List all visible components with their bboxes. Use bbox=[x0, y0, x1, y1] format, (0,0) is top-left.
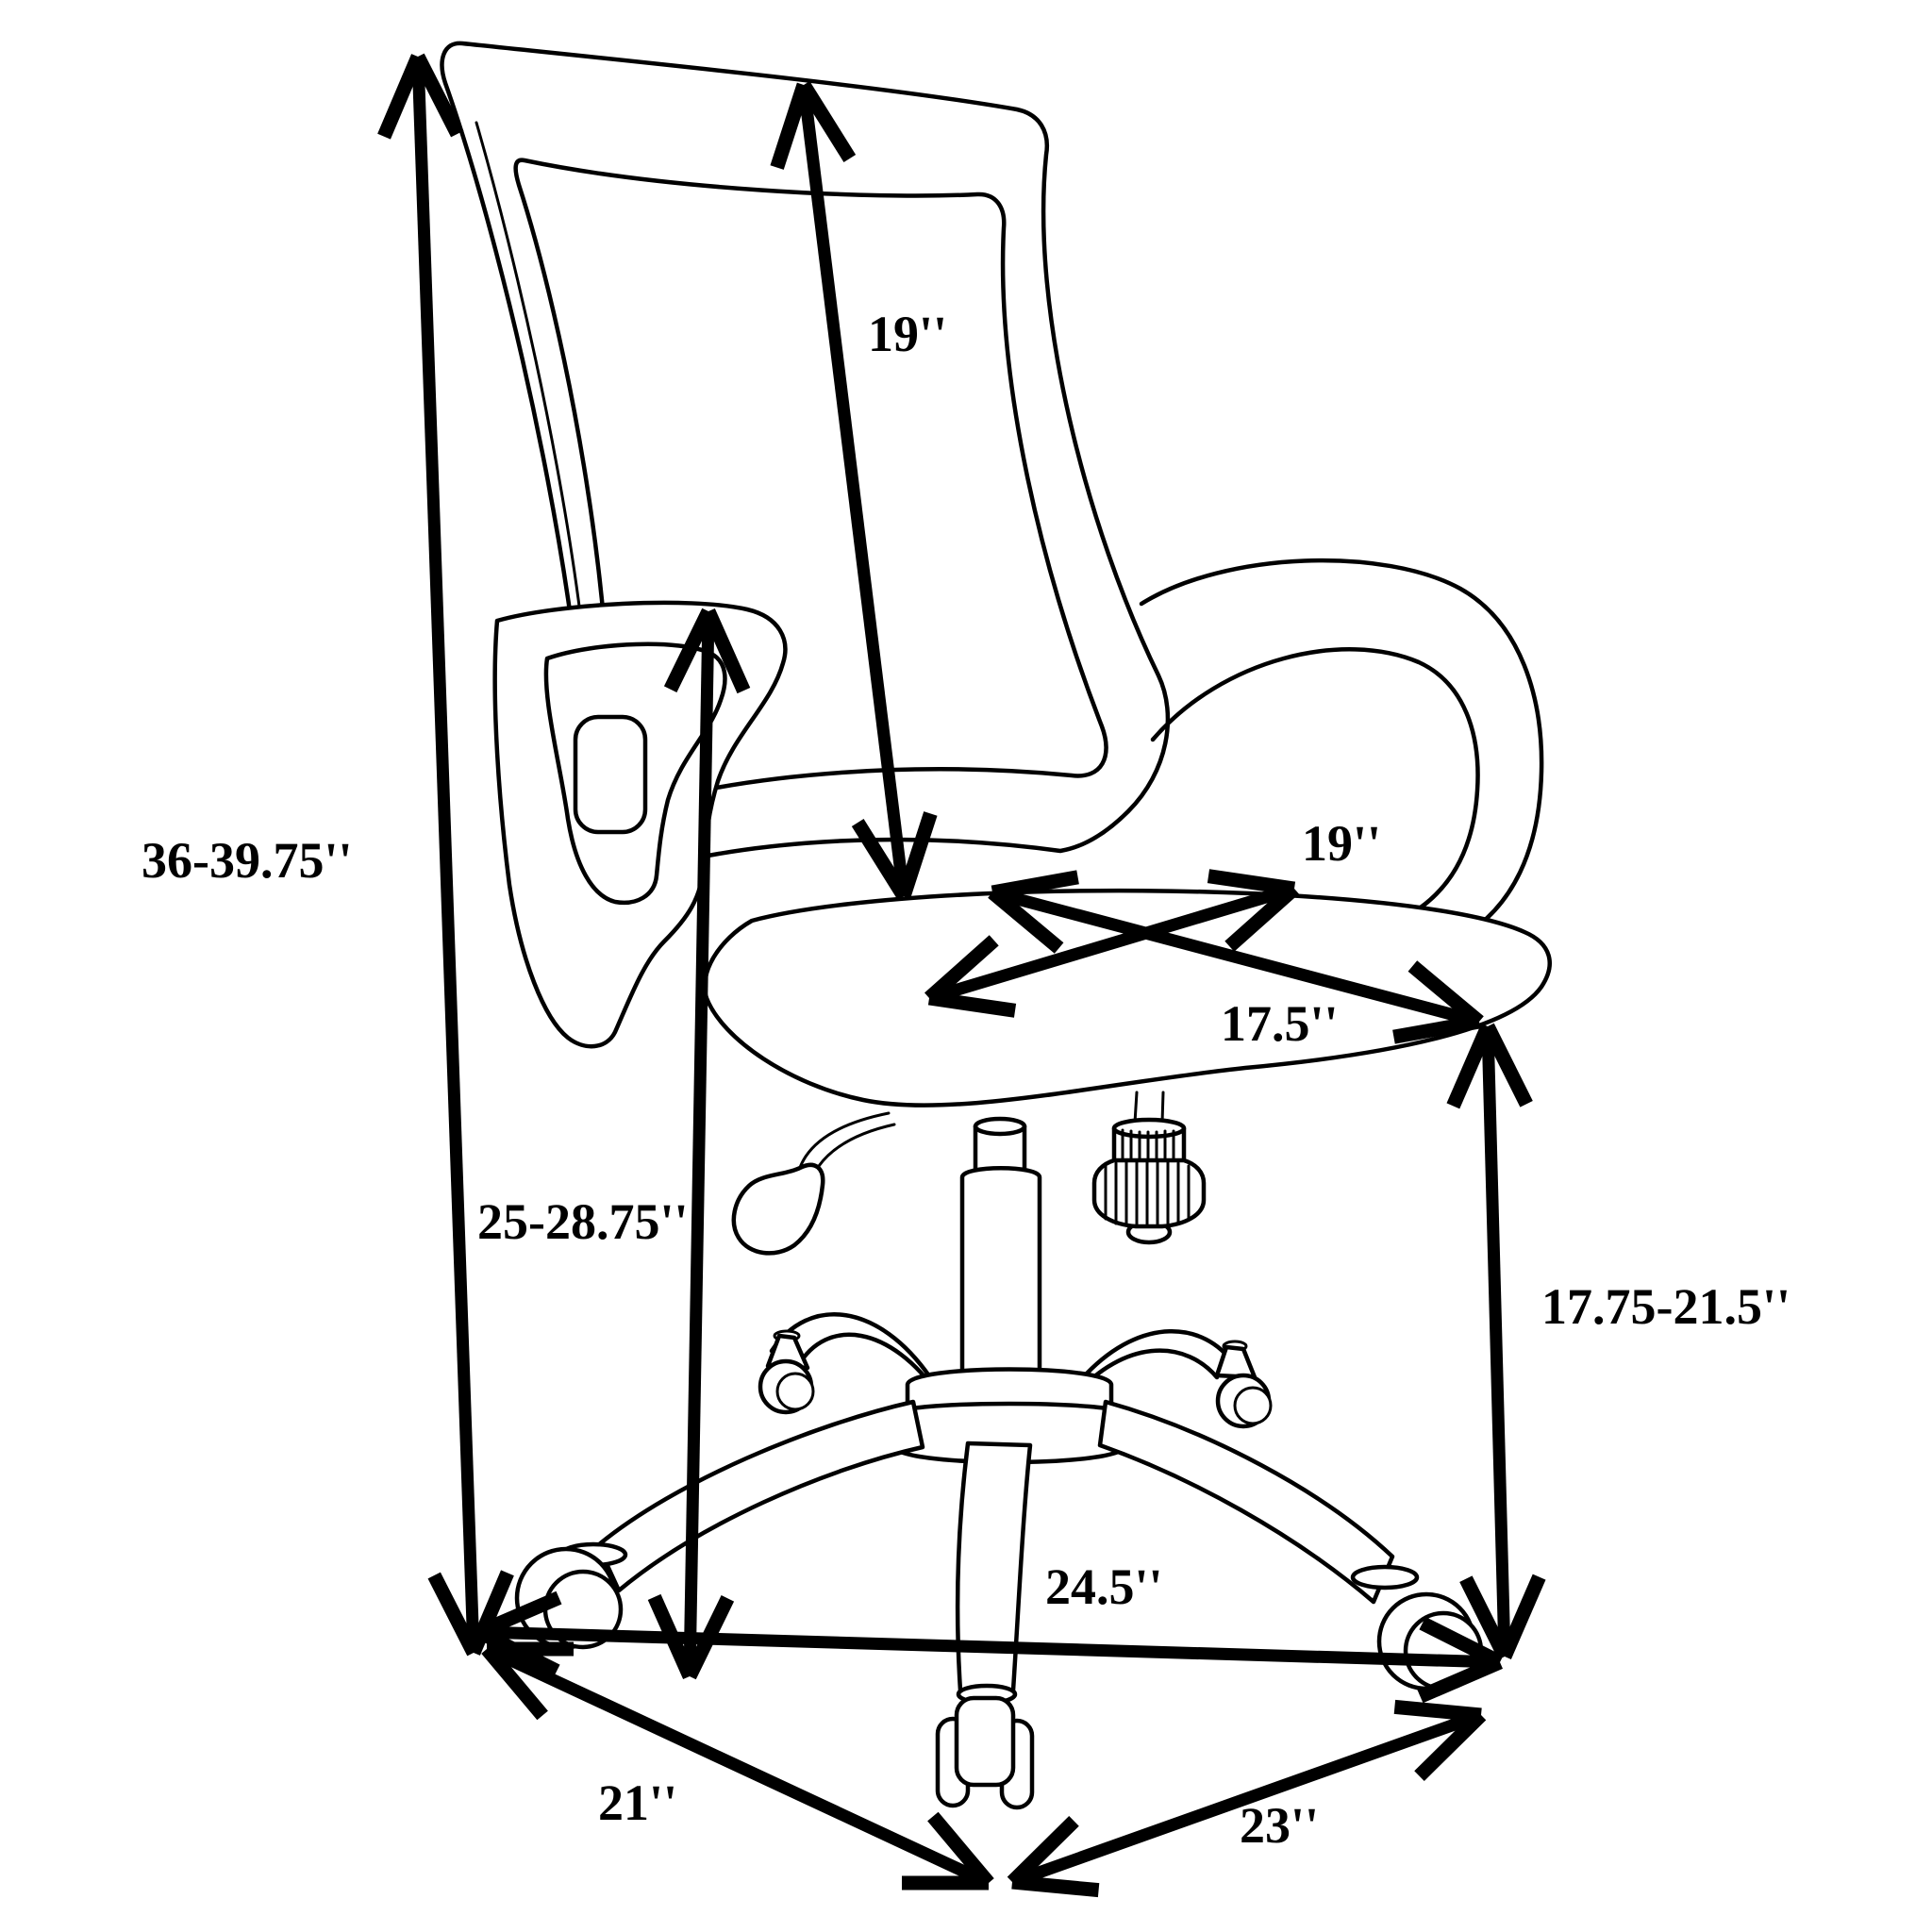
gas-lift-upper-tube bbox=[973, 1124, 1027, 1173]
dimension-arrow-seat-height bbox=[1446, 1023, 1546, 1660]
tension-knob-thread-sides bbox=[1111, 1125, 1187, 1163]
dimension-label-overall-height: 36-39.75'' bbox=[142, 832, 353, 889]
tension-knob-stem bbox=[1133, 1091, 1165, 1124]
height-lever-paddle bbox=[731, 1162, 825, 1256]
base-arm-left bbox=[595, 1399, 925, 1593]
dimension-arrow-overall-height bbox=[377, 53, 514, 1657]
back-right-caster-wheel-inner bbox=[1233, 1386, 1273, 1425]
dimension-label-base-diagonal-left: 21'' bbox=[598, 1774, 677, 1831]
backrest-mesh-panel bbox=[513, 158, 1108, 808]
dimension-arrow-seat-depth bbox=[988, 870, 1484, 1044]
office-chair-line-drawing bbox=[440, 41, 1552, 1810]
base-arm-back-right bbox=[1076, 1329, 1237, 1393]
tension-knob-thread-hatch bbox=[1121, 1128, 1175, 1162]
right-caster-collar bbox=[1350, 1564, 1420, 1591]
dimension-arrow-base-diagonal-left bbox=[481, 1641, 994, 1890]
front-caster-housing bbox=[954, 1695, 1016, 1788]
back-left-caster-stem bbox=[765, 1333, 810, 1371]
dimension-label-armrest-height: 25-28.75'' bbox=[477, 1193, 689, 1250]
dimension-labels: 36-39.75'' 19'' 19'' 17.5'' 25-28.75'' 1… bbox=[142, 306, 1790, 1854]
tension-knob-skirt bbox=[1091, 1158, 1207, 1229]
dimension-arrow-seat-width bbox=[924, 869, 1299, 1018]
right-armrest-inner-curve bbox=[1150, 647, 1480, 925]
left-armrest-support-post bbox=[573, 714, 648, 835]
gas-lift-upper-cap bbox=[973, 1116, 1027, 1137]
right-armrest-outer-curve bbox=[1139, 558, 1544, 941]
dimension-label-seat-height: 17.75-21.5'' bbox=[1541, 1278, 1790, 1335]
dimension-label-seat-width: 19'' bbox=[1302, 815, 1381, 872]
base-arm-right bbox=[1097, 1399, 1395, 1605]
back-left-caster-wheel-inner bbox=[775, 1372, 815, 1411]
dimension-label-base-width: 24.5'' bbox=[1045, 1558, 1163, 1615]
dimension-label-backrest-height: 19'' bbox=[868, 306, 947, 362]
dimension-arrow-base-diagonal-right bbox=[1007, 1699, 1487, 1898]
gas-lift-cylinder bbox=[959, 1166, 1042, 1378]
dimension-label-seat-depth: 17.5'' bbox=[1221, 995, 1339, 1052]
dimension-arrow-backrest-height bbox=[770, 81, 938, 900]
dimension-label-base-diagonal-right: 23'' bbox=[1240, 1797, 1319, 1854]
tension-knob-skirt-ribs bbox=[1104, 1160, 1191, 1228]
dimension-arrows bbox=[377, 53, 1546, 1898]
